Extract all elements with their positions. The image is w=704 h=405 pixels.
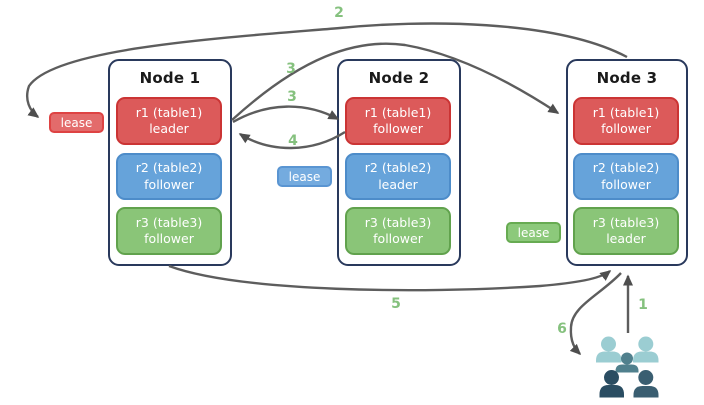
replica-role: follower	[601, 121, 651, 136]
step-label-5: 5	[391, 296, 401, 312]
replica-label: r3 (table3)	[592, 214, 660, 230]
replica-role: follower	[144, 176, 194, 192]
node-3-replica-r3: r3 (table3) leader	[573, 207, 679, 255]
arrow-step-5	[168, 264, 612, 292]
node-2-replica-r2: r2 (table2) leader	[345, 153, 451, 200]
node-2-replica-r3: r3 (table3) follower	[345, 207, 451, 255]
node-1-replica-r1: r1 (table1) leader	[116, 97, 222, 145]
arrow-step-3-to-node2	[232, 105, 340, 124]
step-label-3b: 3	[287, 89, 297, 105]
node-3-replica-r1: r1 (table1) follower	[573, 97, 679, 145]
arrow-step-6	[569, 272, 622, 356]
replica-role: leader	[149, 121, 189, 136]
replica-label: r3 (table3)	[364, 214, 432, 230]
node-1-replica-r3: r3 (table3) follower	[116, 207, 222, 255]
node-2-replica-r1: r1 (table1) follower	[345, 97, 451, 145]
lease-badge-red: lease	[49, 112, 104, 133]
replica-role: leader	[378, 176, 418, 192]
replica-label: r1 (table1)	[364, 104, 432, 120]
step-label-4: 4	[288, 133, 298, 149]
lease-badge-green: lease	[506, 222, 561, 243]
users-group-icon	[596, 336, 659, 398]
replica-label: r2 (table2)	[135, 160, 203, 176]
replica-role: follower	[601, 176, 651, 192]
node-1-box: Node 1 r1 (table1) leader r2 (table2) fo…	[108, 59, 232, 266]
step-label-3a: 3	[286, 61, 296, 77]
replica-role: follower	[373, 121, 423, 136]
replica-role: leader	[606, 231, 646, 246]
step-label-1: 1	[638, 297, 648, 313]
lease-badge-blue: lease	[277, 166, 332, 187]
node-3-title: Node 3	[596, 69, 658, 87]
replica-label: r1 (table1)	[135, 104, 203, 120]
replica-label: r2 (table2)	[592, 160, 660, 176]
replica-role: follower	[144, 231, 194, 246]
replica-label: r2 (table2)	[364, 160, 432, 176]
step-label-6: 6	[557, 321, 567, 337]
step-label-2: 2	[334, 5, 344, 21]
node-2-box: Node 2 r1 (table1) follower r2 (table2) …	[337, 59, 461, 266]
node-3-box: Node 3 r1 (table1) follower r2 (table2) …	[566, 59, 688, 266]
replica-label: r1 (table1)	[592, 104, 660, 120]
replica-label: r3 (table3)	[135, 214, 203, 230]
node-2-title: Node 2	[368, 69, 430, 87]
node-1-replica-r2: r2 (table2) follower	[116, 153, 222, 200]
node-1-title: Node 1	[139, 69, 201, 87]
node-3-replica-r2: r2 (table2) follower	[573, 153, 679, 200]
replica-role: follower	[373, 231, 423, 246]
